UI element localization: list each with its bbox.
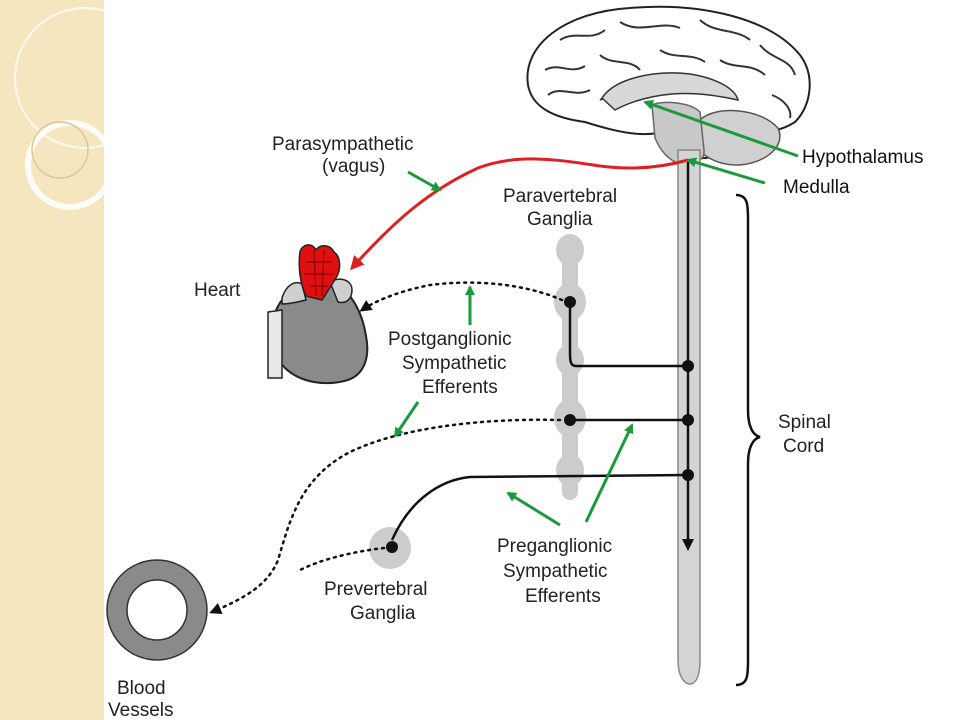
side-decoration-panel [0, 0, 104, 720]
decorative-rings [14, 7, 156, 210]
label-vagus: (vagus) [322, 156, 385, 177]
label-vessels: Vessels [108, 700, 173, 720]
preganglionic-fibers [390, 302, 689, 541]
label-preganglionic-sympathetic: Sympathetic [503, 561, 608, 582]
label-pointer-arrows [393, 99, 799, 527]
label-prevertebral-ganglia: Ganglia [350, 603, 416, 624]
spinal-cord-brace [735, 193, 761, 687]
label-cord: Cord [783, 436, 824, 457]
heart-illustration [267, 244, 369, 385]
label-paravertebral: Paravertebral [503, 186, 617, 207]
brain [526, 5, 811, 166]
label-heart: Heart [194, 280, 241, 301]
postganglionic-fibers [209, 281, 564, 615]
synapse-dots [386, 296, 694, 553]
label-postganglionic-sympathetic: Sympathetic [402, 353, 507, 374]
label-hypothalamus: Hypothalamus [802, 147, 923, 168]
label-blood: Blood [117, 678, 166, 699]
label-preganglionic-efferents: Efferents [525, 586, 601, 607]
parasympathetic-vagus-path [349, 157, 689, 271]
label-postganglionic: Postganglionic [388, 329, 512, 350]
label-medulla: Medulla [783, 177, 850, 198]
label-spinal: Spinal [778, 412, 831, 433]
label-prevertebral: Prevertebral [324, 579, 428, 600]
label-parasympathetic: Parasympathetic [272, 134, 414, 155]
label-preganglionic: Preganglionic [497, 536, 612, 557]
label-paravertebral-ganglia: Ganglia [527, 209, 593, 230]
blood-vessel [107, 560, 207, 660]
label-postganglionic-efferents: Efferents [422, 377, 498, 398]
